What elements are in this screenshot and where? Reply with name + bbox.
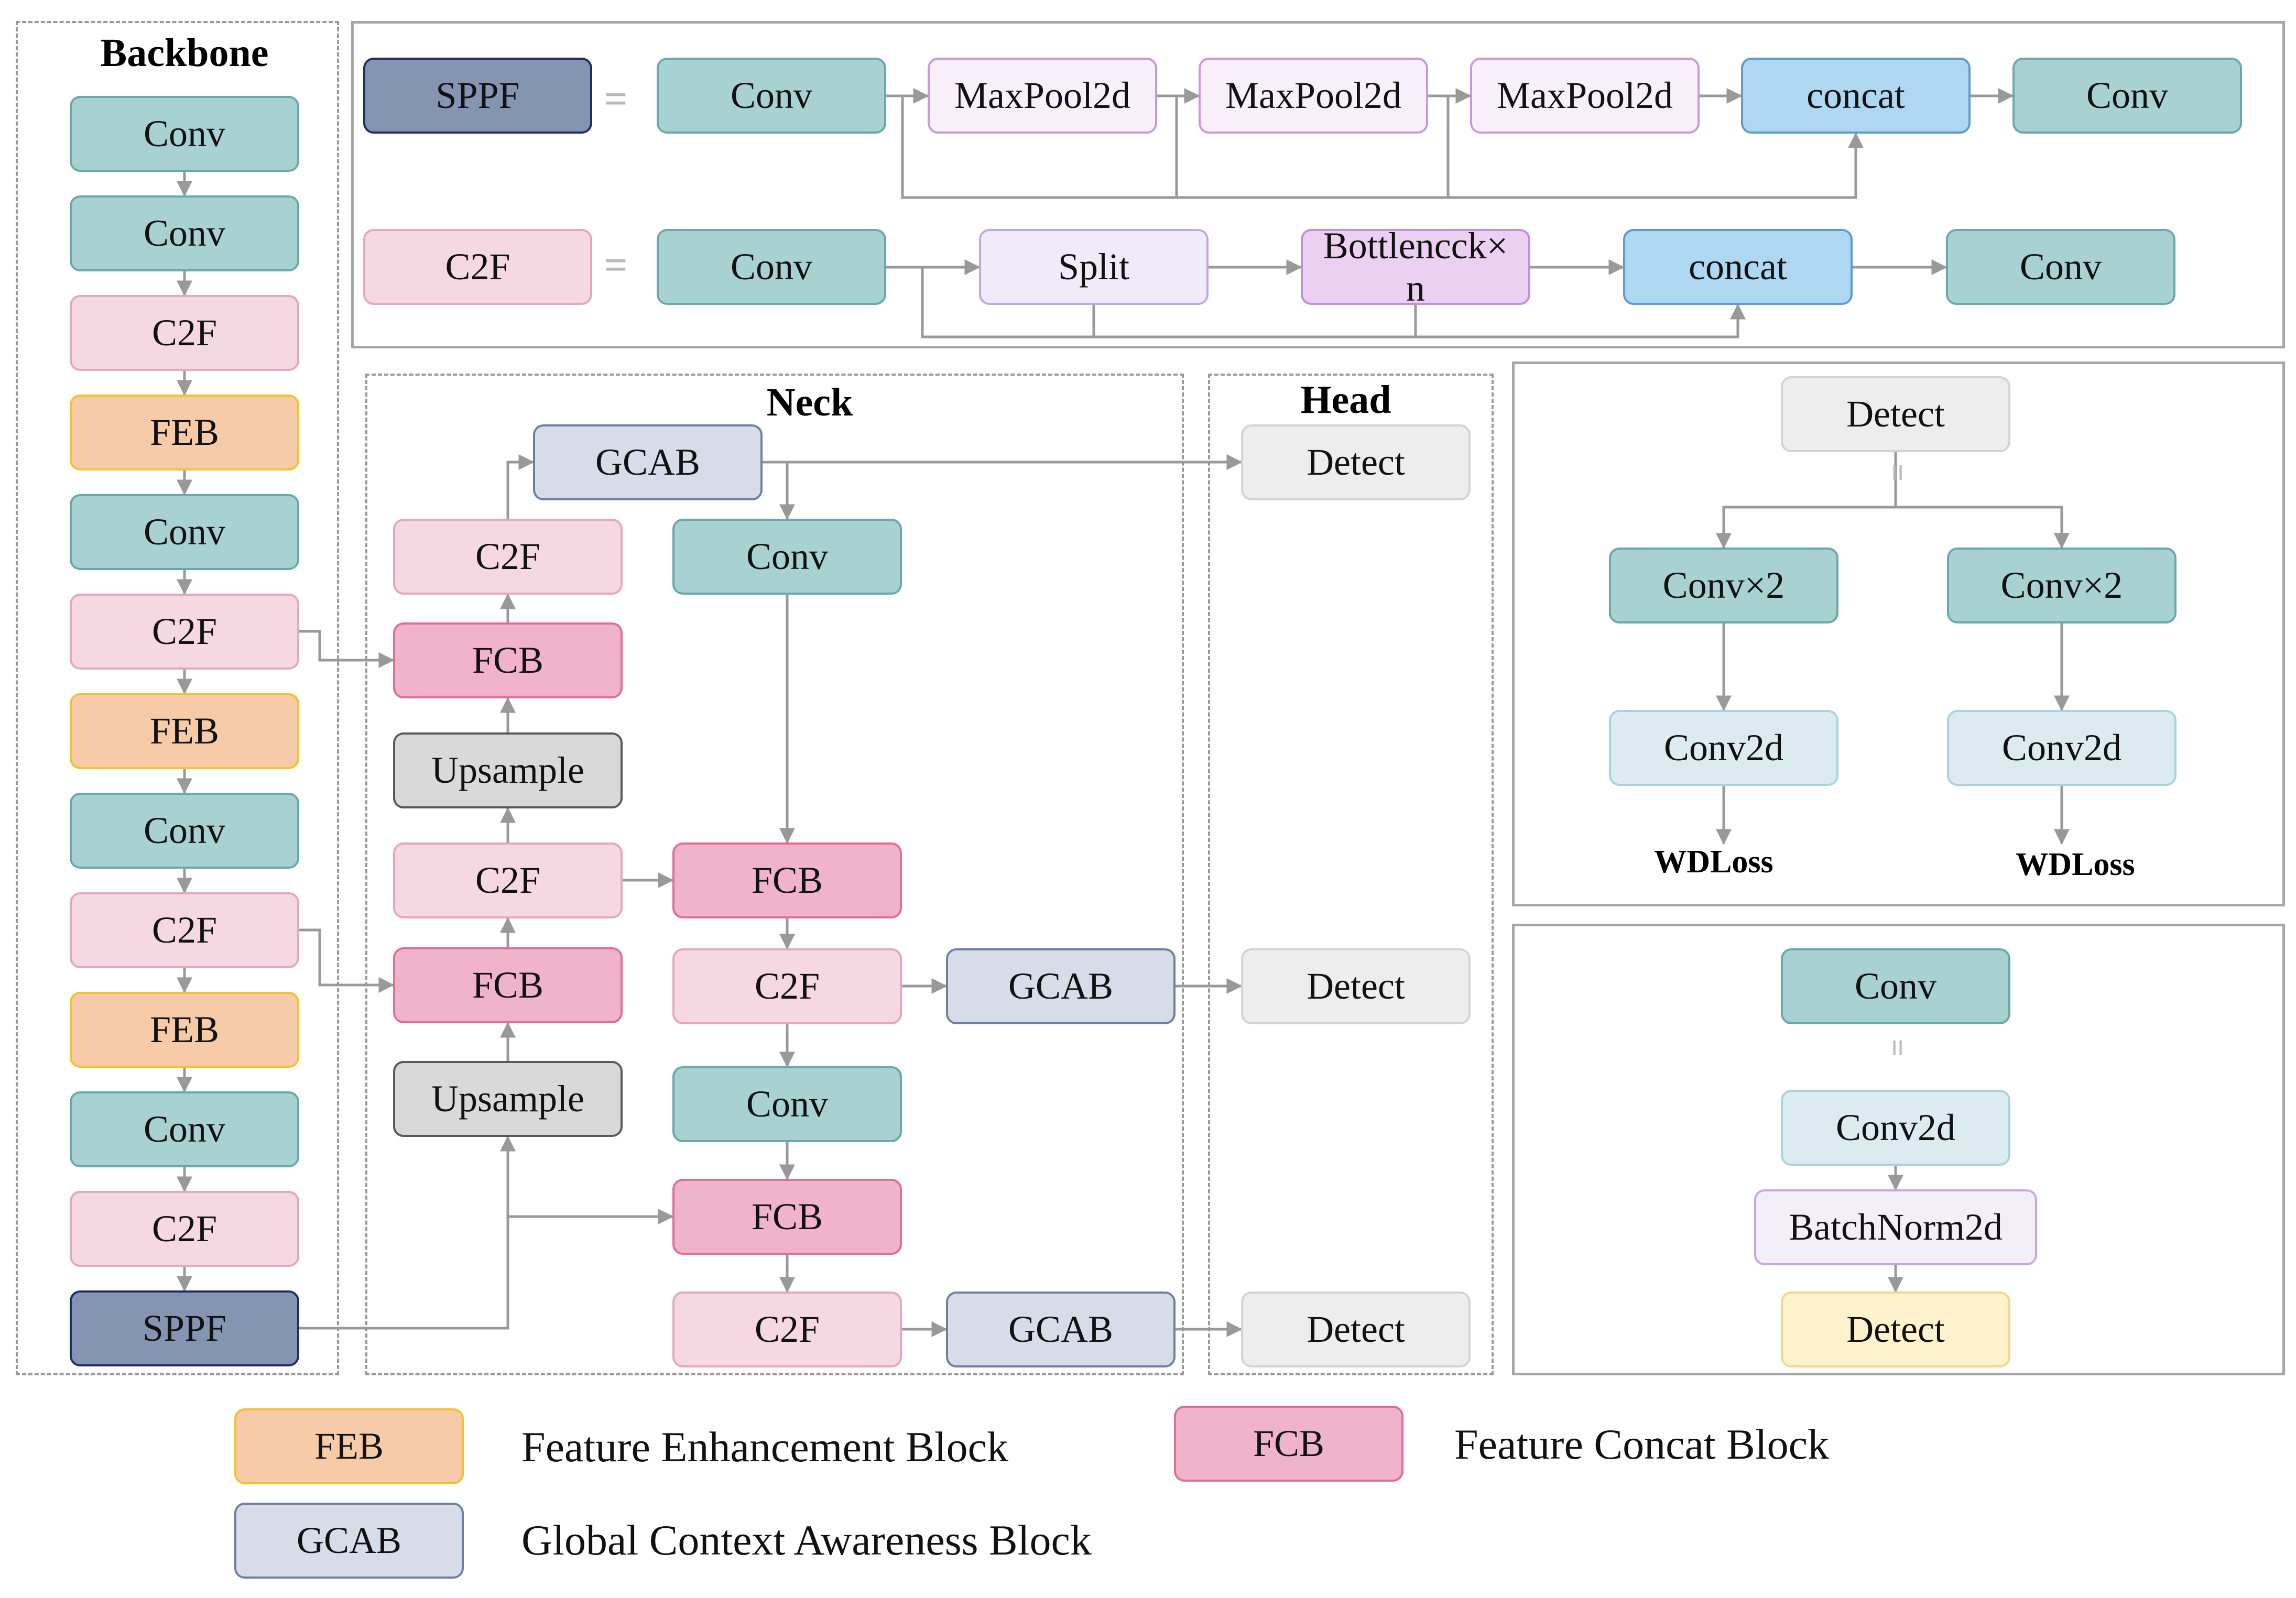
detect-branch-2-conv2d: Conv2d	[1947, 710, 2177, 786]
legend-fcb-text: Feature Concat Block	[1454, 1420, 1830, 1468]
detect-definition-panel	[1512, 362, 2285, 906]
backbone-c2f-1: C2F	[70, 295, 299, 371]
neck-right-conv-1: Conv	[672, 519, 902, 595]
backbone-sppf: SPPF	[70, 1290, 299, 1366]
sppf-def-label: SPPF	[363, 58, 592, 134]
sppf-step-concat: concat	[1741, 58, 1971, 134]
c2f-equals-sign: =	[604, 242, 628, 289]
neck-left-fcb-1: FCB	[393, 622, 623, 698]
backbone-c2f-2: C2F	[70, 594, 299, 670]
backbone-conv-4: Conv	[70, 793, 299, 869]
c2f-step-conv-in: Conv	[657, 229, 886, 305]
neck-left-c2f-1: C2F	[393, 519, 623, 595]
legend-feb-swatch: FEB	[234, 1408, 464, 1484]
head-detect-1: Detect	[1241, 424, 1471, 500]
detect-split-arrow	[1716, 452, 1897, 549]
neck-gcab-top: GCAB	[533, 424, 763, 500]
backbone-conv-5: Conv	[70, 1091, 299, 1167]
neck-left-c2f-2: C2F	[393, 842, 623, 918]
sppf-step-maxpool-2: MaxPool2d	[1199, 58, 1428, 134]
sppf-equals-sign: =	[604, 76, 628, 123]
conv-def-conv2d: Conv2d	[1781, 1090, 2010, 1166]
conv-def-detect: Detect	[1781, 1291, 2010, 1367]
c2f-step-bottleneck: Bottlencck× n	[1301, 225, 1530, 309]
neck-right-fcb-1: FCB	[672, 842, 902, 918]
lateral-c2f2-fcb1-arrow	[299, 630, 395, 668]
backbone-feb-2: FEB	[70, 693, 299, 769]
c2f1-gcabtop-arrow	[506, 454, 535, 519]
legend-gcab-text: Global Context Awareness Block	[521, 1516, 1092, 1564]
detect-def-title: Detect	[1781, 376, 2010, 452]
detect-branch-2-loss: WDLoss	[2016, 847, 2135, 882]
legend-gcab-swatch: GCAB	[234, 1503, 464, 1579]
neck-right-fcb-2: FCB	[672, 1179, 902, 1255]
backbone-c2f-4: C2F	[70, 1191, 299, 1267]
backbone-feb-3: FEB	[70, 992, 299, 1068]
neck-right-conv-2: Conv	[672, 1066, 902, 1142]
neck-title: Neck	[766, 380, 853, 424]
neck-left-fcb-2: FCB	[393, 947, 623, 1023]
detect-branch-1-loss: WDLoss	[1654, 844, 1773, 880]
legend-fcb-swatch: FCB	[1174, 1406, 1403, 1482]
c2f-def-label: C2F	[363, 229, 592, 305]
backbone-c2f-3: C2F	[70, 892, 299, 968]
detect-branch-2-conv: Conv×2	[1947, 548, 2177, 623]
legend-feb-text: Feature Enhancement Block	[521, 1423, 1008, 1471]
lateral-c2f3-fcb2-arrow	[299, 928, 395, 993]
c2f-step-split: Split	[979, 229, 1209, 305]
neck-panel	[365, 374, 1184, 1375]
detect-equals-sign: =	[1880, 463, 1915, 482]
detect-branch-1-conv2d: Conv2d	[1609, 710, 1838, 786]
neck-right-c2f-2: C2F	[672, 1291, 902, 1367]
sppf-skip-1-arrow	[901, 96, 1864, 199]
detect-split-2-arrow	[1896, 506, 2070, 549]
head-detect-3: Detect	[1241, 1291, 1471, 1367]
head-title: Head	[1300, 378, 1391, 422]
conv-def-title: Conv	[1781, 948, 2010, 1024]
module-definitions-panel	[351, 21, 2285, 348]
c2f-skip-1-arrow	[921, 267, 1746, 338]
backbone-conv-3: Conv	[70, 494, 299, 570]
neck-left-upsample-1: Upsample	[393, 732, 623, 808]
neck-left-upsample-2: Upsample	[393, 1061, 623, 1137]
sppf-step-conv-in: Conv	[657, 58, 886, 134]
neck-gcab-bottom: GCAB	[946, 1291, 1176, 1367]
c2f-step-conv-out: Conv	[1946, 229, 2175, 305]
head-detect-2: Detect	[1241, 948, 1471, 1024]
backbone-feb-1: FEB	[70, 395, 299, 470]
sppf-step-conv-out: Conv	[2012, 58, 2242, 134]
conv-definition-panel	[1512, 924, 2285, 1375]
backbone-conv-2: Conv	[70, 195, 299, 271]
neck-right-c2f-1: C2F	[672, 948, 902, 1024]
neck-gcab-mid: GCAB	[946, 948, 1176, 1024]
c2f-step-concat: concat	[1623, 229, 1853, 305]
conv-def-batchnorm2d: BatchNorm2d	[1754, 1189, 2037, 1265]
lateral-sppf-arrow	[299, 1135, 516, 1330]
sppf-step-maxpool-3: MaxPool2d	[1470, 58, 1700, 134]
sppf-step-maxpool-1: MaxPool2d	[928, 58, 1157, 134]
backbone-panel	[16, 21, 339, 1375]
backbone-title: Backbone	[100, 31, 269, 75]
backbone-conv-1: Conv	[70, 96, 299, 172]
conv-equals-sign: =	[1880, 1038, 1915, 1057]
detect-branch-1-conv: Conv×2	[1609, 548, 1838, 623]
head-panel	[1208, 374, 1494, 1375]
